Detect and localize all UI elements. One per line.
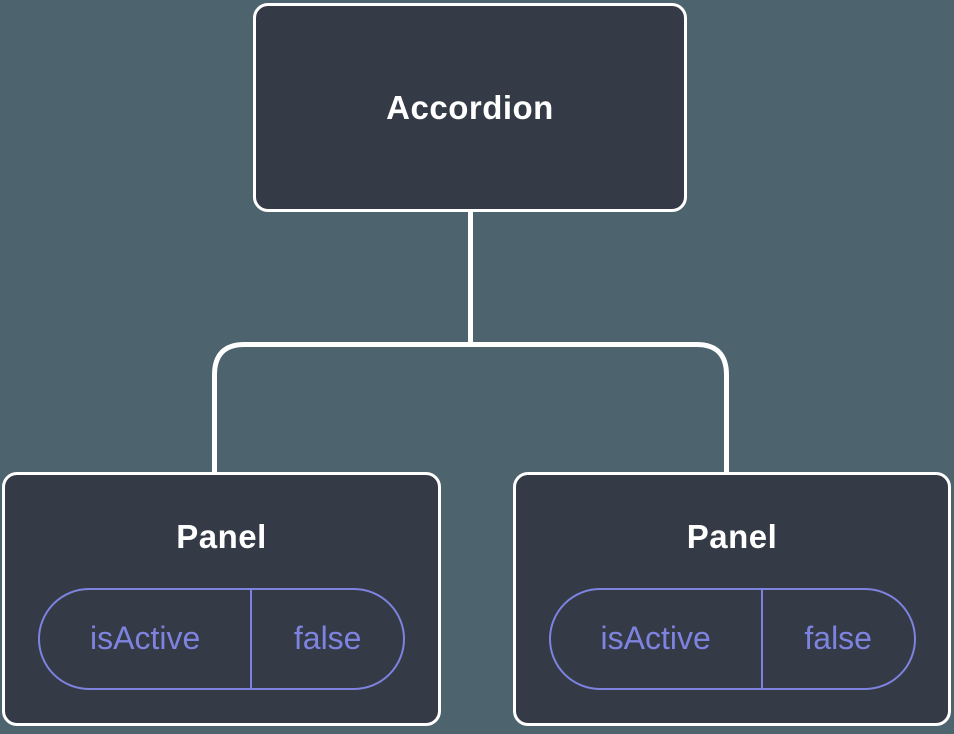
panel-label: Panel bbox=[686, 518, 778, 555]
node-accordion: Accordion bbox=[253, 3, 687, 212]
node-panel-left: Panel isActive false bbox=[2, 472, 441, 726]
panel-label: Panel bbox=[176, 518, 267, 555]
prop-value: false bbox=[804, 620, 872, 657]
prop-pill: isActive false bbox=[38, 587, 405, 690]
prop-name: isActive bbox=[551, 589, 763, 688]
prop-value: false bbox=[293, 620, 362, 657]
node-panel-right: Panel isActive false bbox=[513, 472, 951, 726]
prop-pill: isActive false bbox=[548, 587, 916, 690]
connector-branch bbox=[212, 342, 729, 474]
prop-name: isActive bbox=[40, 589, 253, 688]
accordion-label: Accordion bbox=[386, 88, 554, 126]
